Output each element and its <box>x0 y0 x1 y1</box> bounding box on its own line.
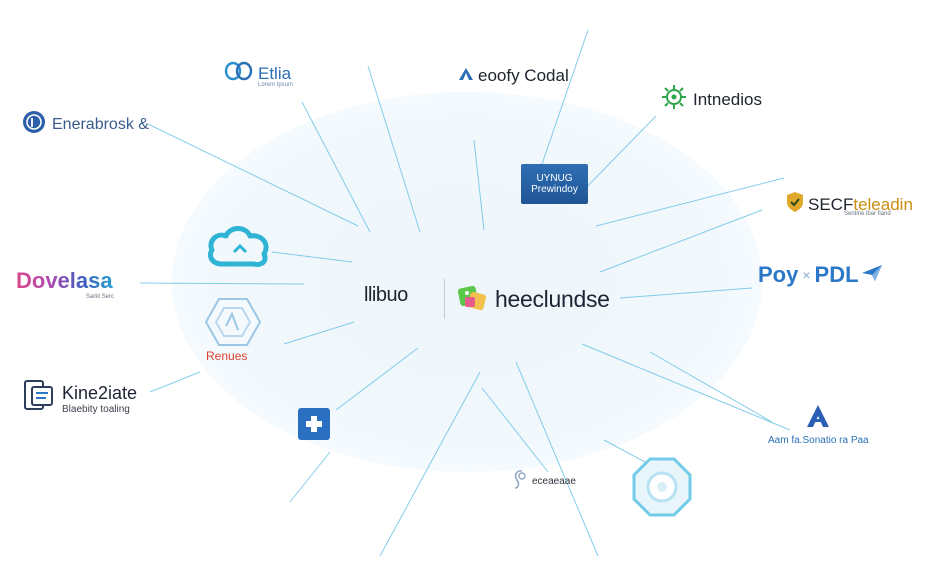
node-intnedios: Intnedios <box>660 84 762 115</box>
link-top-right <box>539 29 589 171</box>
node-center-left: llibuo <box>364 284 408 307</box>
node-preview-line2: Prewindoy <box>531 184 578 195</box>
node-etlia-sublabel: Lorem Ipsum <box>258 82 294 88</box>
node-center-label: heeclundse <box>495 285 610 312</box>
colorful-blocks-icon <box>455 281 489 318</box>
node-preview-line1: UYNUG <box>536 173 573 184</box>
node-blue-square <box>297 407 331 446</box>
node-cloud <box>204 224 274 277</box>
node-dovelasa: Dovelasa Sarkt Serc <box>16 268 114 300</box>
virus-gear-icon <box>660 84 688 115</box>
node-eoofy: eoofy Codal <box>458 66 569 86</box>
paper-plane-icon <box>861 264 883 287</box>
document-device-icon <box>22 379 56 418</box>
node-renues-label: Renues <box>206 349 248 363</box>
plus-square-icon <box>297 407 331 446</box>
node-secf-accent: teleadin <box>853 194 913 214</box>
node-poy-pdl: Poy × PDL <box>758 262 883 288</box>
link-etlia-2 <box>301 101 371 233</box>
node-etlia: Etlia Lorem Ipsum <box>224 60 294 88</box>
link-dovelasa <box>139 282 305 285</box>
link-a-node <box>581 343 791 431</box>
node-poy-right: PDL <box>814 262 859 287</box>
node-a-sublabel: Aam fa.Sonatio ra Paa <box>768 435 869 446</box>
hexagon-icon <box>204 296 262 353</box>
circle-logo-icon <box>22 110 46 139</box>
link-blue-square <box>335 347 419 411</box>
link-eoofy <box>473 139 485 231</box>
node-bottom-text-label: eceaeaae <box>532 476 576 487</box>
node-ring <box>630 455 694 524</box>
node-dovelasa-sublabel: Sarkt Serc <box>86 294 115 300</box>
link-secf-2 <box>599 209 763 273</box>
node-kinezlate-sublabel: Blaebity toaling <box>62 403 130 415</box>
node-bottom-text: eceaeaae <box>512 468 576 495</box>
node-enerabrosk-label: Enerabrosk & <box>52 115 149 133</box>
link-kinezlate <box>149 371 201 393</box>
link-poy <box>619 287 753 299</box>
node-renues: Renues <box>206 349 247 363</box>
node-secf-sublabel: Sentine lbar fiand <box>844 211 891 217</box>
shield-icon <box>786 191 804 218</box>
node-preview-card: UYNUG Prewindoy <box>521 164 588 204</box>
node-poy-separator: × <box>802 267 811 283</box>
node-center-left-label: llibuo <box>364 284 408 306</box>
node-enerabrosk: Enerabrosk & <box>22 110 149 139</box>
node-eoofy-label: eoofy Codal <box>478 66 569 85</box>
link-bottom-text <box>481 387 549 473</box>
node-dovelasa-label: Dovelasa <box>16 268 113 293</box>
link-loop-icon <box>224 60 254 87</box>
node-hexagon <box>204 296 262 353</box>
loop-icon <box>512 468 528 495</box>
node-center-hub: heeclundse <box>444 279 610 319</box>
link-etlia <box>367 65 421 233</box>
link-cloud <box>271 251 353 263</box>
link-enerabrosk <box>147 123 359 227</box>
triangle-logo-icon <box>458 67 474 86</box>
cloud-icon <box>204 224 274 277</box>
link-hex <box>283 321 355 345</box>
node-kinezlate-text: Kine2iate Blaebity toaling <box>62 383 137 415</box>
node-etlia-label: Etlia <box>258 63 292 83</box>
node-secf: SECF teleadin Sentine lbar fiand <box>786 191 913 218</box>
link-bottom-mid <box>515 361 599 557</box>
link-bottom-left-2 <box>379 371 481 557</box>
node-kinezlate: Kine2iate Blaebity toaling <box>22 379 137 418</box>
node-kinezlate-label: Kine2iate <box>62 382 138 403</box>
letter-a-icon <box>806 404 830 433</box>
link-bottom-left <box>289 451 331 503</box>
link-secf <box>595 177 785 227</box>
ring-icon <box>630 455 694 524</box>
node-intnedios-label: Intnedios <box>693 89 762 109</box>
node-secf-label: SECF <box>808 194 854 214</box>
center-divider <box>444 279 445 319</box>
center-halo <box>172 92 762 472</box>
node-poy-left: Poy <box>758 262 799 287</box>
node-a: Aam fa.Sonatio ra Paa <box>768 404 869 446</box>
link-a-node-2 <box>649 351 773 423</box>
